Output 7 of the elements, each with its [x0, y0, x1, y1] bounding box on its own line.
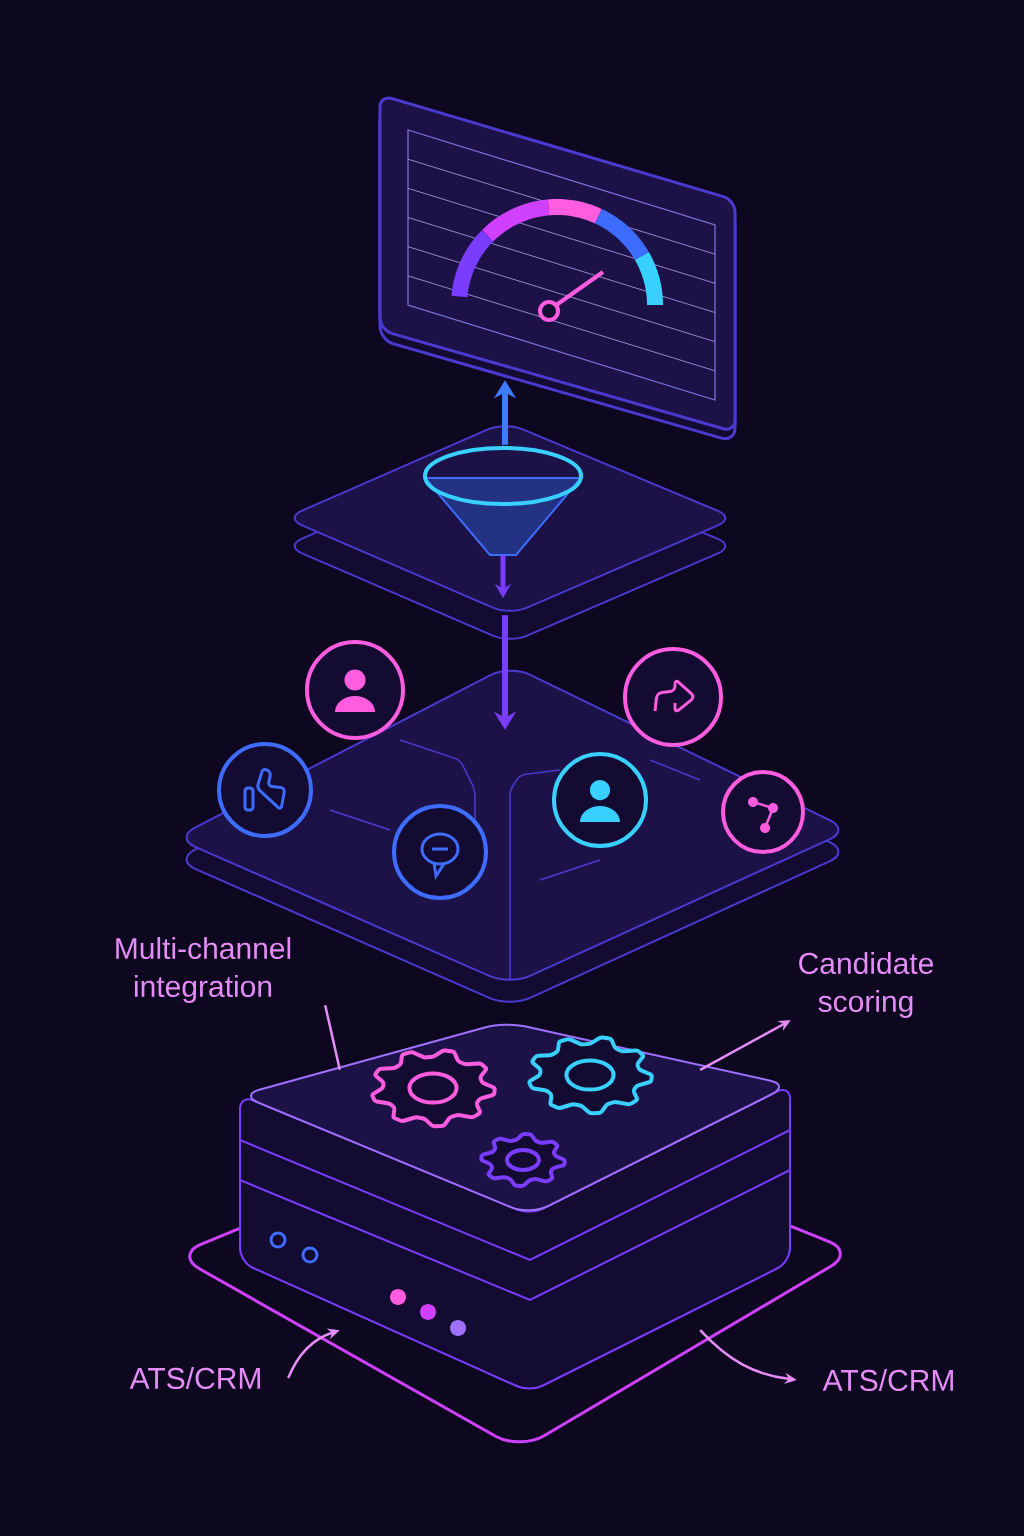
leader-line — [324, 1004, 341, 1071]
funnel-platform-drawing — [293, 425, 727, 640]
callout-label: ATS/CRM — [822, 1369, 953, 1392]
callout-label: Multi-channel integration — [116, 937, 291, 1003]
monitor-drawing — [378, 96, 737, 441]
callout-label: ATS/CRM — [129, 1367, 260, 1390]
callout-label: Candidate scoring — [799, 952, 934, 1018]
